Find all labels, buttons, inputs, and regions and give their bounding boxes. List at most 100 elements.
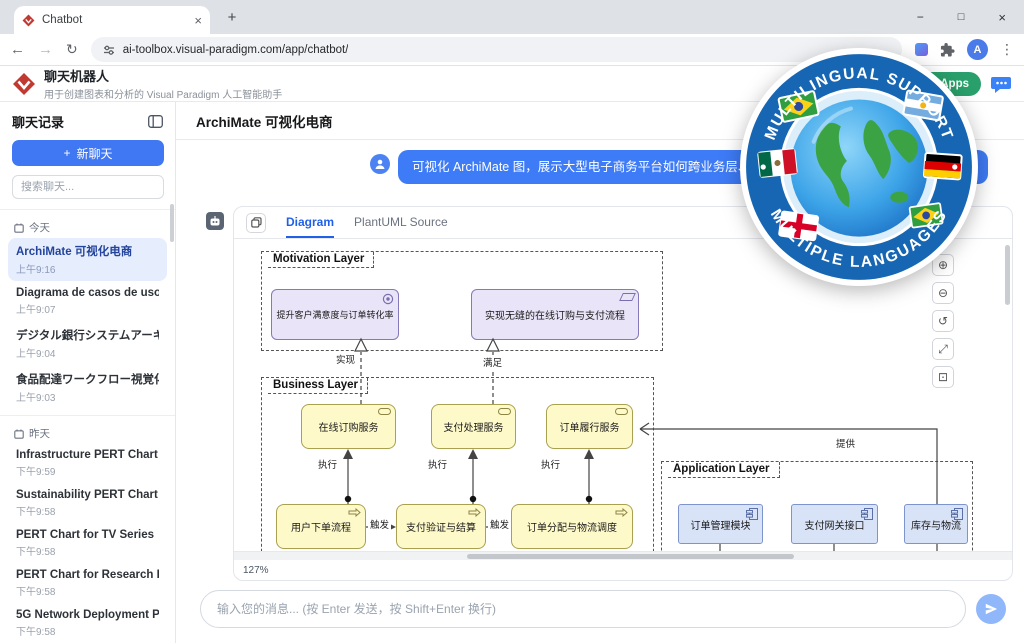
back-icon[interactable]: ← bbox=[10, 41, 25, 58]
tab-plantuml-source[interactable]: PlantUML Source bbox=[354, 214, 448, 229]
tab-title: Chatbot bbox=[42, 14, 83, 26]
refresh-icon[interactable]: ↻ bbox=[66, 41, 78, 57]
forward-icon[interactable]: → bbox=[38, 41, 53, 58]
multilingual-badge: MULTILINGUAL SUPPORT MULTIPLE LANGUAGES bbox=[740, 48, 978, 286]
component-icon bbox=[746, 508, 758, 523]
copy-icon bbox=[250, 217, 262, 228]
process-arrow-icon bbox=[468, 507, 481, 520]
component-icon bbox=[951, 508, 963, 523]
new-chat-button[interactable]: + 新聊天 bbox=[12, 140, 164, 166]
pinned-extension-icon[interactable] bbox=[915, 43, 928, 56]
card-tabs: Diagram PlantUML Source bbox=[234, 207, 1012, 239]
user-avatar bbox=[370, 154, 390, 174]
person-icon bbox=[375, 159, 385, 169]
zoom-out-button[interactable]: ⊖ bbox=[932, 282, 954, 304]
copy-diagram-button[interactable] bbox=[246, 212, 266, 233]
window-close-icon[interactable]: × bbox=[998, 9, 1006, 25]
relationship-label: 执行 bbox=[426, 460, 450, 472]
sidebar: 聊天记录 + 新聊天 今天 ArchiMate 可视化电商 上午9:16 Dia… bbox=[0, 102, 176, 643]
vp-logo-icon bbox=[13, 72, 35, 95]
message-input[interactable] bbox=[200, 590, 966, 628]
bot-avatar bbox=[206, 212, 224, 230]
relationship-label: 提供 bbox=[834, 439, 858, 451]
scrollbar-thumb[interactable] bbox=[467, 554, 795, 559]
business-process-shape: 用户下单流程 bbox=[276, 504, 366, 549]
browser-tab-bar: Chatbot × + − □ × bbox=[0, 0, 1024, 34]
new-tab-icon[interactable]: + bbox=[227, 9, 237, 26]
business-service-shape: 订单履行服务 bbox=[546, 404, 633, 449]
relationship-label: 触发 bbox=[368, 520, 392, 532]
flag-england-icon bbox=[778, 210, 820, 242]
motivation-layer-group: Motivation Layer bbox=[261, 251, 663, 351]
application-component-shape: 库存与物流 bbox=[904, 504, 968, 544]
goal-target-icon bbox=[382, 293, 394, 308]
globe-icon bbox=[790, 99, 928, 237]
process-arrow-icon bbox=[348, 507, 361, 520]
reset-view-button[interactable]: ↺ bbox=[932, 310, 954, 332]
chat-list-item[interactable]: デジタル銀行システムアーキ... 上午9:04 bbox=[16, 330, 159, 360]
site-info-icon[interactable] bbox=[103, 44, 115, 56]
chat-list-item[interactable]: Sustainability PERT Chart 下午9:58 bbox=[16, 489, 158, 518]
extensions-puzzle-icon[interactable] bbox=[940, 42, 955, 57]
chat-list-item[interactable]: PERT Chart for TV Series 下午9:58 bbox=[16, 529, 155, 558]
component-icon bbox=[861, 508, 873, 523]
chat-list-item[interactable]: Infrastructure PERT Chart 下午9:59 bbox=[16, 449, 158, 478]
goal-shape: 提升客户满意度与订单转化率 bbox=[271, 289, 399, 340]
message-input-bar bbox=[176, 583, 1024, 643]
flag-argentina-icon bbox=[902, 89, 944, 122]
process-arrow-icon bbox=[615, 507, 628, 520]
send-button[interactable] bbox=[976, 594, 1006, 624]
chat-list-item[interactable]: 食品配達ワークフロー視覚化 上午9:03 bbox=[16, 374, 159, 404]
calendar-icon bbox=[14, 223, 24, 233]
canvas-vertical-scrollbar[interactable] bbox=[1005, 245, 1010, 305]
application-component-shape: 订单管理模块 bbox=[678, 504, 763, 544]
calendar-icon bbox=[14, 429, 24, 439]
section-label: 昨天 bbox=[29, 428, 50, 440]
vp-favicon-icon bbox=[22, 14, 35, 26]
diagram-canvas[interactable]: Motivation Layer Business Layer Applicat… bbox=[234, 239, 1012, 551]
zoom-toolbar: ⊕ ⊖ ↺ ⤢ ⊡ bbox=[932, 254, 954, 388]
relationship-label: 满足 bbox=[481, 358, 505, 370]
application-layer-label: Application Layer bbox=[668, 462, 780, 478]
sidebar-title: 聊天记录 bbox=[12, 115, 65, 130]
zoom-level-label: 127% bbox=[243, 564, 269, 576]
chat-list-item[interactable]: Diagrama de casos de uso bi... 上午9:07 bbox=[16, 287, 159, 316]
business-layer-label: Business Layer bbox=[268, 378, 369, 394]
application-component-shape: 支付网关接口 bbox=[791, 504, 878, 544]
flag-mexico-icon bbox=[757, 148, 798, 178]
chat-list-item[interactable]: PERT Chart for Research Proj... 下午9:58 bbox=[16, 569, 159, 598]
service-icon bbox=[498, 408, 511, 415]
requirement-shape: 实现无缝的在线订购与支付流程 bbox=[471, 289, 639, 340]
flag-brazil-small-icon bbox=[908, 202, 944, 229]
search-chats-input[interactable] bbox=[12, 175, 164, 199]
canvas-horizontal-scrollbar[interactable] bbox=[234, 551, 1012, 560]
window-minimize-icon[interactable]: − bbox=[916, 10, 924, 24]
page-title: ArchiMate 可视化电商 bbox=[196, 114, 333, 130]
window-maximize-icon[interactable]: □ bbox=[957, 11, 965, 23]
business-process-shape: 支付验证与结算 bbox=[396, 504, 486, 549]
app-title: 聊天机器人 bbox=[44, 69, 110, 84]
expand-button[interactable]: ⤢ bbox=[932, 338, 954, 360]
address-bar[interactable]: ai-toolbox.visual-paradigm.com/app/chatb… bbox=[90, 37, 902, 62]
chat-list-item[interactable]: 5G Network Deployment PE... 下午9:58 bbox=[16, 609, 159, 638]
tab-close-icon[interactable]: × bbox=[194, 12, 202, 28]
app-subtitle: 用于创建图表和分析的 Visual Paradigm 人工智能助手 bbox=[44, 90, 283, 101]
chat-bubble-icon[interactable] bbox=[990, 73, 1012, 95]
zoom-in-button[interactable]: ⊕ bbox=[932, 254, 954, 276]
chat-list-item[interactable]: ArchiMate 可视化电商 上午9:16 bbox=[8, 238, 167, 281]
sidebar-scrollbar[interactable] bbox=[170, 204, 174, 242]
business-service-shape: 在线订购服务 bbox=[301, 404, 396, 449]
browser-menu-icon[interactable]: ⋮ bbox=[1000, 41, 1014, 57]
chat-history-list: 今天 ArchiMate 可视化电商 上午9:16 Diagrama de ca… bbox=[0, 209, 175, 643]
profile-avatar[interactable]: A bbox=[967, 39, 988, 60]
requirement-icon bbox=[619, 293, 636, 301]
flag-germany-icon bbox=[922, 152, 963, 181]
section-label: 今天 bbox=[29, 222, 50, 234]
collapse-sidebar-icon[interactable] bbox=[148, 115, 163, 128]
tab-diagram[interactable]: Diagram bbox=[286, 207, 335, 238]
flag-brazil-icon bbox=[777, 90, 820, 123]
browser-tab[interactable]: Chatbot × bbox=[14, 6, 210, 34]
relationship-label: 触发 bbox=[488, 520, 512, 532]
business-process-shape: 订单分配与物流调度 bbox=[511, 504, 633, 549]
fit-screen-button[interactable]: ⊡ bbox=[932, 366, 954, 388]
